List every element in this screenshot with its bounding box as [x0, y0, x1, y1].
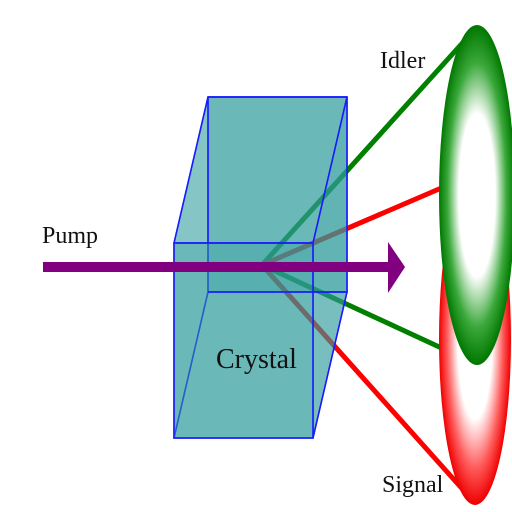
pump-arrowhead [388, 242, 405, 293]
crystal [173, 96, 348, 439]
crystal-front-face [173, 242, 314, 439]
idler-ring [439, 25, 512, 365]
crystal-label: Crystal [216, 344, 297, 375]
pump-beam [43, 262, 390, 272]
signal-label: Signal [382, 472, 444, 498]
pump-label: Pump [42, 223, 98, 249]
idler-label: Idler [380, 48, 425, 74]
